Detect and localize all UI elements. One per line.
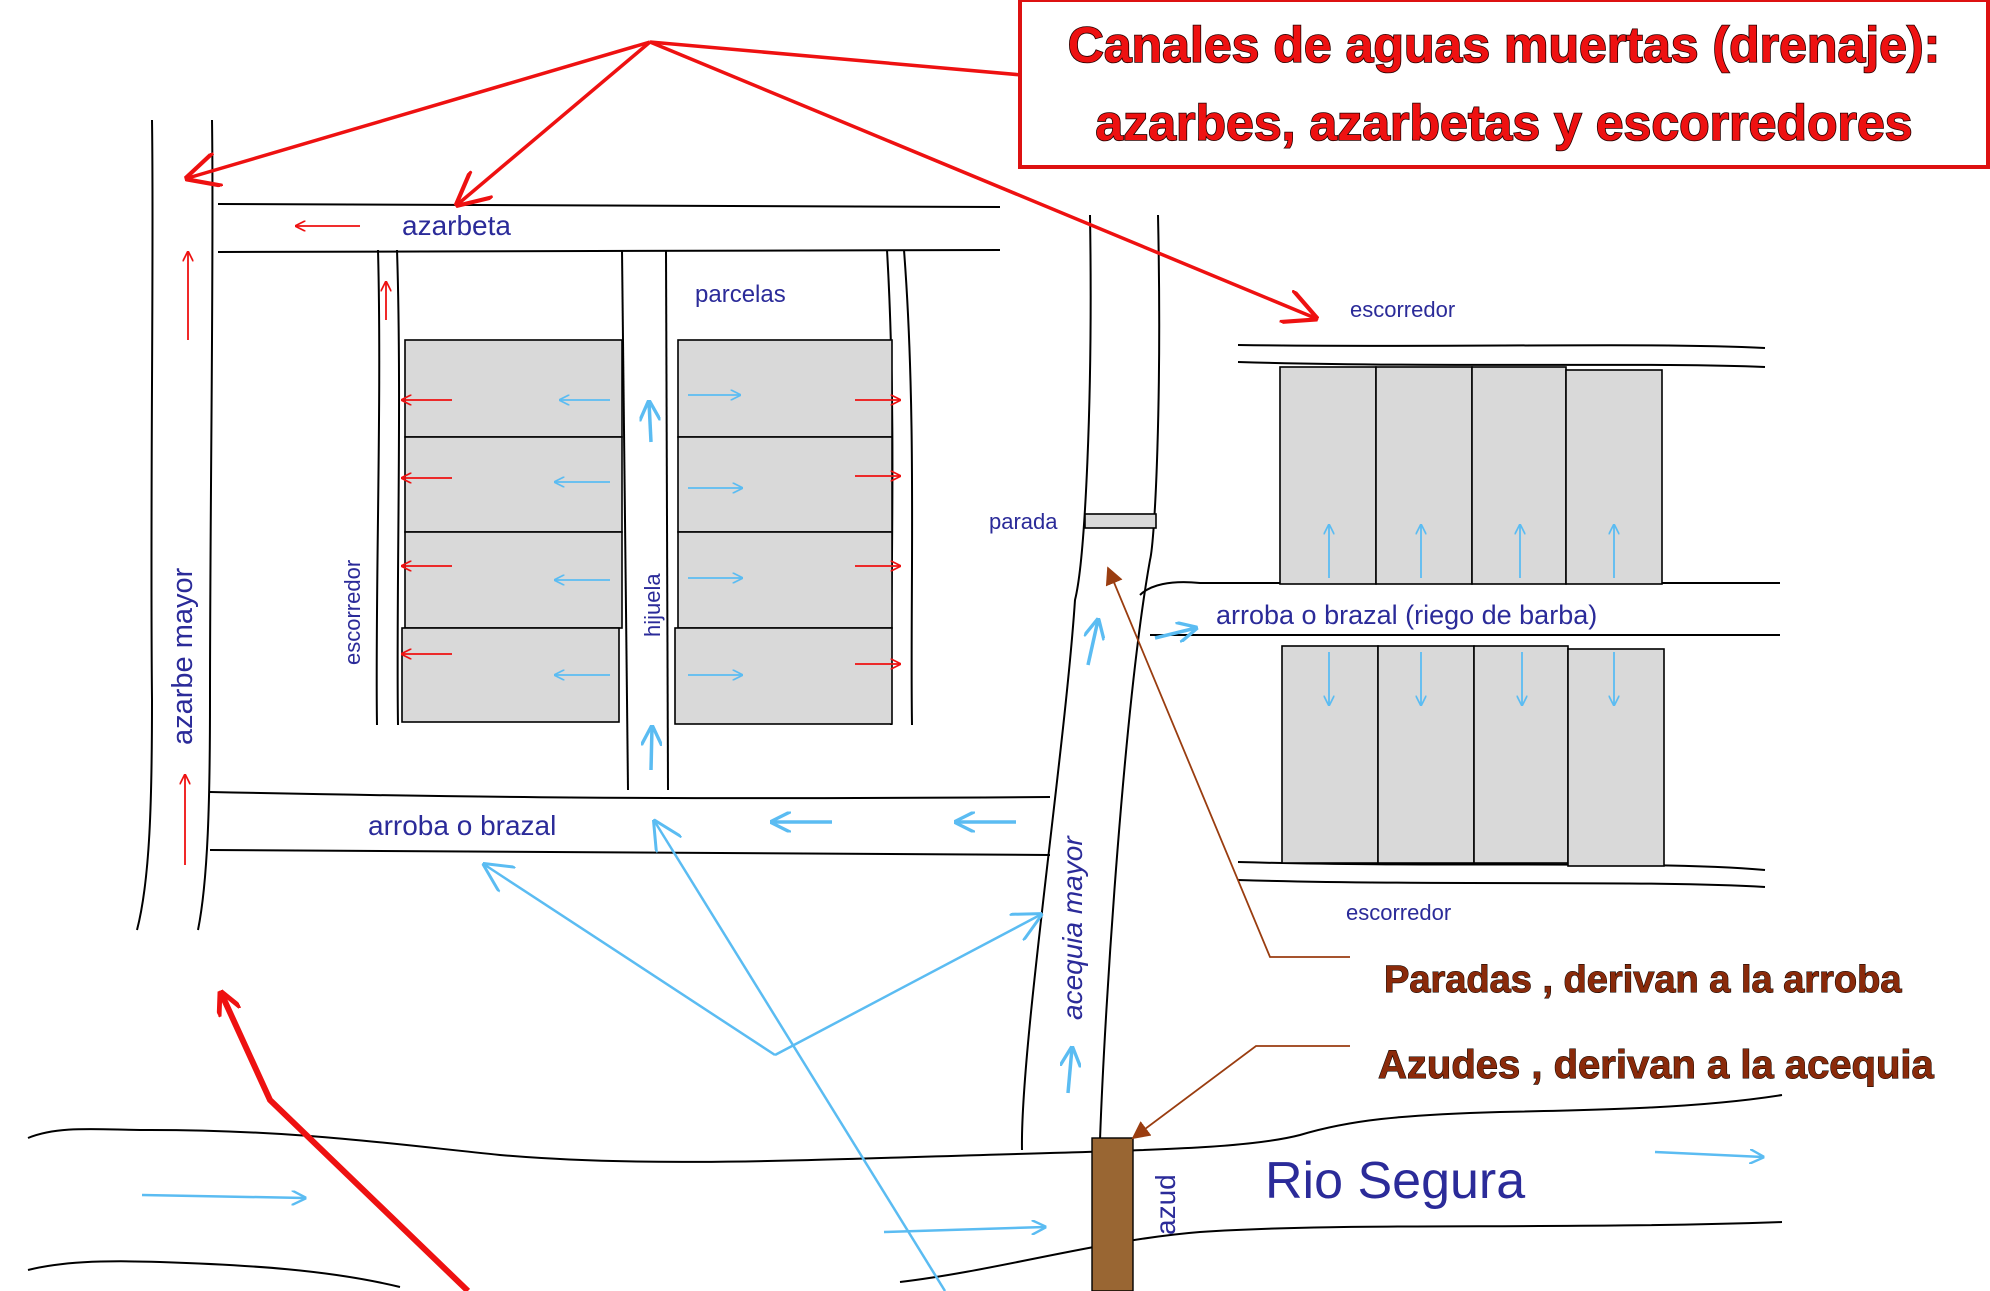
label-azarbeta: azarbeta [402,210,511,241]
plot-right-bottom-2 [1377,645,1475,864]
label-parada: parada [989,509,1058,534]
parada-gate [1084,513,1157,529]
azud-weir [1091,1137,1134,1291]
note-leader-arrows [1105,566,1350,1140]
plot-right-bottom-1 [1281,645,1379,864]
label-parcelas: parcelas [695,281,786,308]
title-pointer-arrows [188,40,1315,318]
plot-mid-4 [674,627,893,725]
label-rio-segura: Rio Segura [1265,1152,1525,1210]
label-escorredor-bottom-right: escorredor [1346,900,1451,925]
label-acequia-mayor: acequia mayor [1057,835,1088,1020]
note-paradas: Paradas , derivan a la arroba [1384,959,1902,1001]
plot-mid-3 [677,531,893,629]
label-hijuela: hijuela [640,573,665,637]
title-line-1: Canales de aguas muertas (drenaje): [1068,17,1941,73]
label-arroba-right: arroba o brazal (riego de barba) [1216,600,1597,630]
plot-left-2 [404,436,623,533]
big-red-arrow [222,995,471,1291]
irrigation-flow-arrows [141,395,1763,1291]
label-escorredor-top-right: escorredor [1350,297,1455,322]
label-azud: azud [1150,1174,1181,1235]
plot-mid-2 [677,436,893,533]
plot-right-top-1 [1279,366,1377,585]
drainage-flow-arrows [185,226,900,865]
plot-right-bottom-4 [1567,648,1665,867]
note-azudes: Azudes , derivan a la acequia [1378,1043,1935,1087]
plot-right-top-3 [1471,366,1567,585]
title-line-2: azarbes, azarbetas y escorredores [1095,95,1912,151]
label-azarbe-mayor: azarbe mayor [167,567,199,745]
label-escorredor-left: escorredor [340,560,365,665]
plot-left-1 [404,339,623,438]
channel-lines [27,119,1783,1288]
title-box [1018,0,1990,169]
plot-right-bottom-3 [1473,645,1569,864]
plot-right-top-2 [1375,366,1473,585]
label-arroba-left: arroba o brazal [368,810,556,841]
plot-mid-1 [677,339,893,438]
plots [401,339,1665,867]
